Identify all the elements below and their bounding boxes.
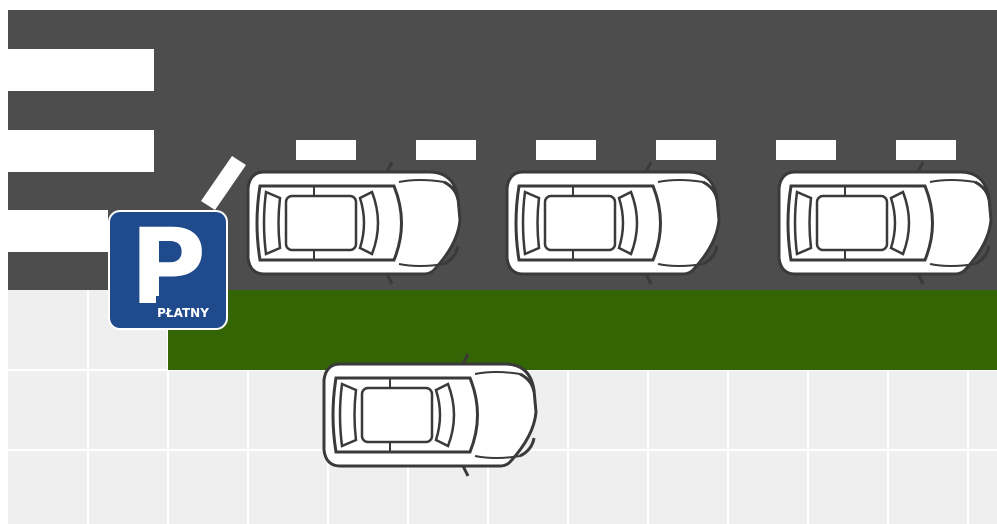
car-parked-2 [507, 162, 719, 284]
sign-label: PŁATNY [157, 306, 209, 320]
car-parked-3 [779, 162, 991, 284]
car-parked-1 [248, 162, 460, 284]
parking-sign-icon: P PŁATNY [108, 206, 228, 330]
car-on-sidewalk [324, 354, 536, 476]
grass-strip [168, 290, 997, 370]
